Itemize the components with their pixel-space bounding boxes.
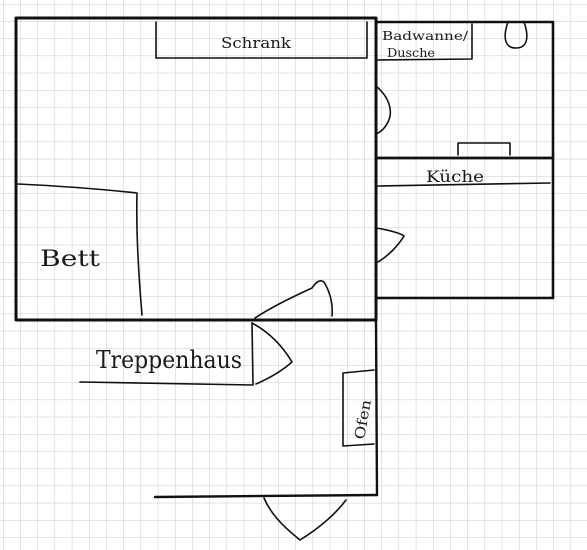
label-dusche: Dusche xyxy=(387,46,435,60)
stairwell-bottom-wall xyxy=(153,493,379,499)
schrank-outline xyxy=(155,21,368,59)
label-badewanne: Badwanne/ xyxy=(382,29,469,43)
kitchen-door-arc xyxy=(375,227,405,263)
kitchen-wall xyxy=(374,156,555,300)
label-treppenhaus: Treppenhaus xyxy=(96,346,242,374)
label-kueche: Küche xyxy=(426,167,484,186)
main-door-arc xyxy=(254,280,333,319)
bathroom-door-arc xyxy=(375,85,392,135)
label-schrank: Schrank xyxy=(221,34,292,52)
toilet-symbol xyxy=(504,21,528,49)
main-room-wall xyxy=(14,16,378,322)
label-bett: Bett xyxy=(40,247,100,272)
label-ofen: Ofen xyxy=(352,399,375,441)
kitchen-counter xyxy=(377,182,551,187)
bathroom-sink xyxy=(457,142,511,156)
bed-outline xyxy=(17,183,143,316)
stairwell-door-arc xyxy=(251,322,293,385)
stairwell-right-wall xyxy=(374,318,379,497)
treppenhaus-box xyxy=(79,322,254,386)
bathtub-outline xyxy=(377,23,473,61)
ofen-box xyxy=(342,369,375,447)
exit-door-arc xyxy=(263,497,347,541)
